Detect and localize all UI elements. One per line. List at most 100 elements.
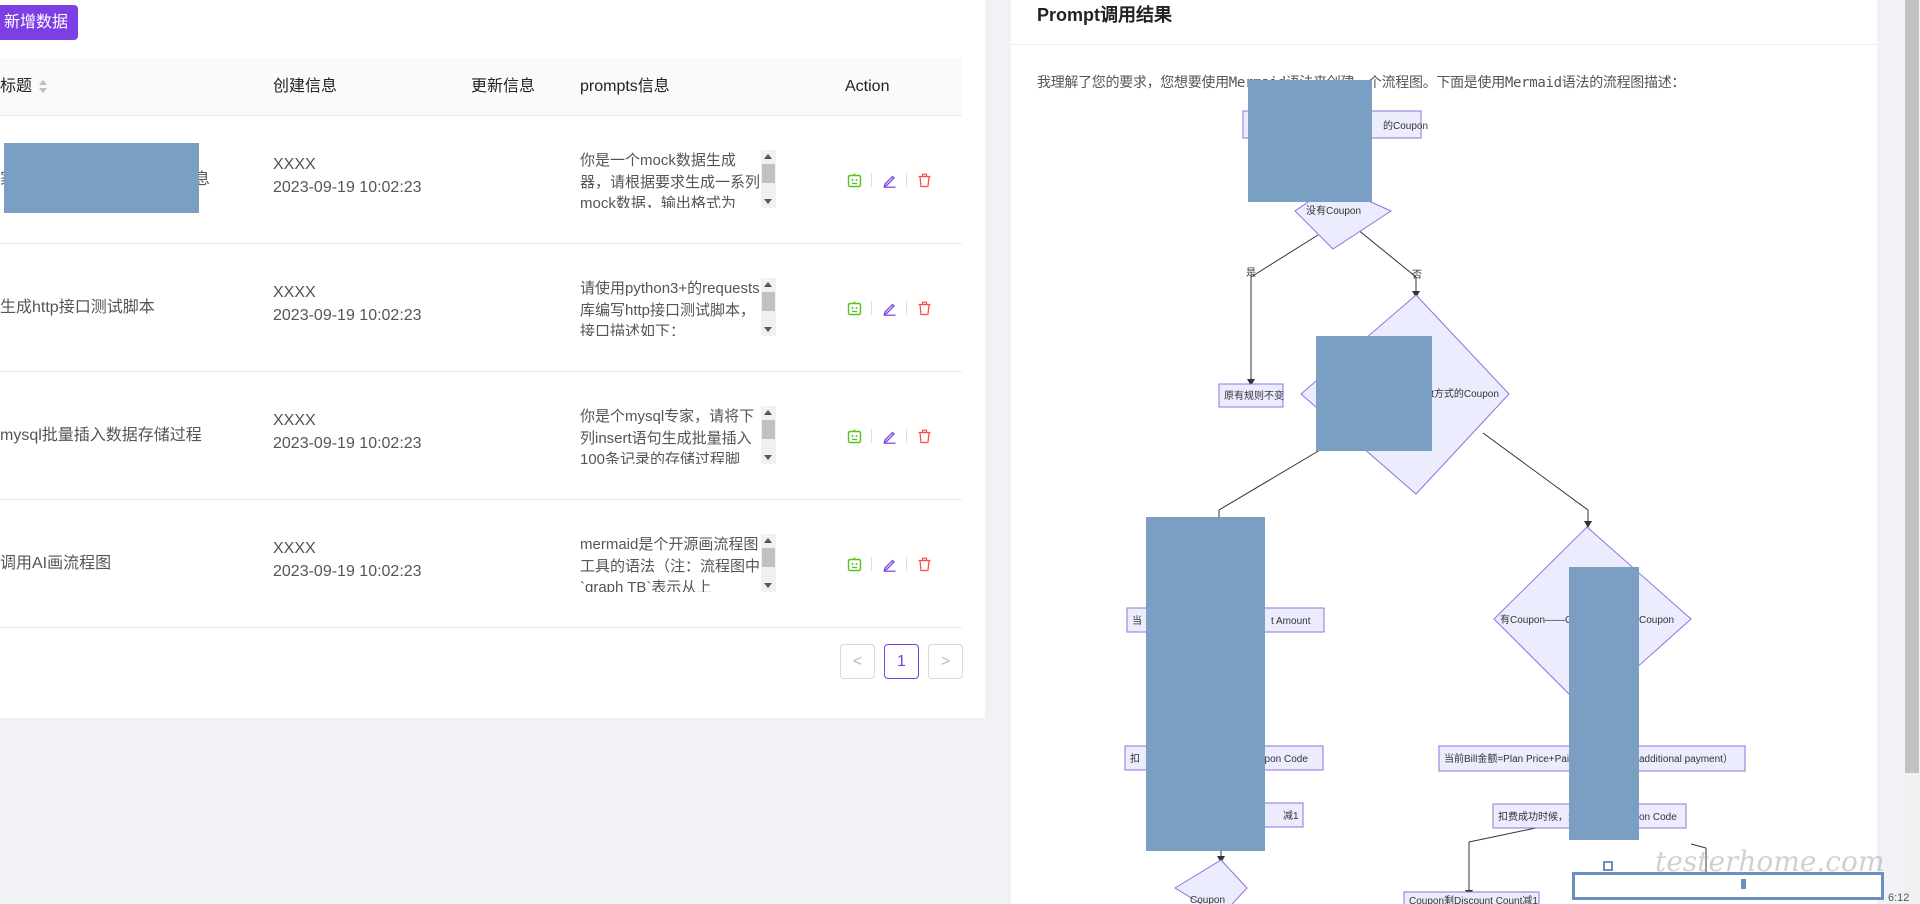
scroll-down-icon[interactable]	[764, 583, 772, 588]
edit-icon[interactable]	[880, 171, 898, 189]
result-scrollbar-thumb[interactable]	[1905, 0, 1919, 773]
row-prompt: 请使用python3+的requests库编写http接口测试脚本，接口描述如下…	[580, 280, 760, 336]
scroll-down-icon[interactable]	[764, 327, 772, 332]
row-actions	[845, 554, 933, 574]
flow-edge-yes: 是	[1246, 267, 1256, 279]
flow-node-bill-right: additional payment）	[1639, 753, 1733, 765]
edit-icon[interactable]	[880, 555, 898, 573]
next-page-button[interactable]: >	[928, 644, 963, 679]
table-row: 调用AI画流程图 XXXX 2023-09-19 10:02:23 mermai…	[0, 500, 962, 628]
flow-decision-bottom-label: Coupon	[1190, 895, 1225, 904]
row-created-at: 2023-09-19 10:02:23	[273, 563, 422, 580]
row-prompt-box[interactable]: 你是个mysql专家，请将下列insert语句生成批量插入100条记录的存储过程…	[580, 406, 776, 464]
invoke-robot-icon[interactable]	[845, 555, 863, 573]
scroll-up-icon[interactable]	[764, 410, 772, 415]
edit-icon[interactable]	[880, 299, 898, 317]
scroll-thumb[interactable]	[762, 164, 775, 183]
prompt-scrollbar[interactable]	[761, 534, 776, 592]
row-creator: XXXX	[273, 156, 316, 173]
row-prompt-box[interactable]: 你是一个mock数据生成器，请根据要求生成一系列mock数据，输出格式为	[580, 150, 776, 208]
row-prompt-box[interactable]: mermaid是个开源画流程图工具的语法（注：流程图中`graph TB`表示从…	[580, 534, 776, 592]
edit-icon[interactable]	[880, 427, 898, 445]
flow-node-code-left: 扣	[1130, 752, 1140, 765]
table-row: mysql批量插入数据存储过程 XXXX 2023-09-19 10:02:23…	[0, 372, 962, 500]
table-row: 生成http接口测试脚本 XXXX 2023-09-19 10:02:23 请使…	[0, 244, 962, 372]
redaction-block	[4, 143, 199, 213]
scroll-up-icon[interactable]	[764, 282, 772, 287]
delete-icon[interactable]	[915, 555, 933, 573]
scroll-down-icon[interactable]	[764, 199, 772, 204]
invoke-robot-icon[interactable]	[845, 427, 863, 445]
result-title: Prompt调用结果	[1037, 5, 1172, 25]
column-header-created: 创建信息	[273, 78, 338, 95]
overlay-handle	[1603, 861, 1613, 871]
redaction-blocks	[1146, 80, 1639, 851]
flow-decision-discount-label: unt方式的Coupon	[1420, 387, 1499, 400]
invoke-robot-icon[interactable]	[845, 299, 863, 317]
row-created-at: 2023-09-19 10:02:23	[273, 435, 422, 452]
clock-text: 6:12	[1888, 892, 1910, 904]
scroll-down-icon[interactable]	[764, 455, 772, 460]
column-title-label: 标题	[0, 78, 33, 95]
flow-decision-has-coupon-right: Coupon	[1639, 615, 1674, 626]
row-creator: XXXX	[273, 412, 316, 429]
scroll-up-icon[interactable]	[764, 538, 772, 543]
flow-node-bill-left: 当前Bill金额=Plan Price+Paid	[1444, 752, 1575, 765]
page-button[interactable]: 1	[884, 644, 919, 679]
column-header-updated: 更新信息	[471, 78, 536, 95]
flow-node-keep	[1218, 383, 1284, 408]
row-prompt-box[interactable]: 请使用python3+的requests库编写http接口测试脚本，接口描述如下…	[580, 278, 776, 336]
column-header-action: Action	[845, 78, 890, 95]
data-list-panel: 新增数据 标题 创建信息 更新信息 prompts信息 Action 家 息 X…	[0, 0, 985, 718]
action-divider	[906, 429, 907, 443]
row-actions	[845, 426, 933, 446]
flow-node-top-label: 的Coupon	[1383, 119, 1428, 132]
prompt-scrollbar[interactable]	[761, 406, 776, 464]
row-title: mysql批量插入数据存储过程	[0, 427, 202, 444]
flow-decision-bottom	[1174, 859, 1248, 904]
row-creator: XXXX	[273, 540, 316, 557]
row-actions	[845, 298, 933, 318]
flow-node-bottom-right	[1403, 891, 1540, 904]
scroll-up-icon[interactable]	[764, 154, 772, 159]
divider	[1011, 44, 1877, 45]
delete-icon[interactable]	[915, 427, 933, 445]
column-header-title[interactable]: 标题	[0, 58, 48, 116]
flow-node-amount-left: 当	[1132, 614, 1142, 627]
flow-node-success-right: on Code	[1639, 812, 1677, 823]
flow-edge-no: 否	[1412, 269, 1422, 281]
flow-node-keep-label: 原有规则不变	[1224, 389, 1284, 402]
flowchart: 的Coupon 没有Coupon 是 否 原有规则不变 unt方式的Coupon…	[1124, 80, 1746, 904]
column-header-prompts: prompts信息	[580, 78, 670, 95]
prompt-result-panel: Prompt调用结果 我理解了您的要求，您想要使用Mermaid语法来创建一个流…	[1011, 0, 1877, 904]
flow-edges	[1218, 228, 1707, 896]
overlay-marker	[1741, 879, 1746, 889]
invoke-robot-icon[interactable]	[845, 171, 863, 189]
delete-icon[interactable]	[915, 171, 933, 189]
row-creator: XXXX	[273, 284, 316, 301]
sort-icon[interactable]	[38, 79, 48, 94]
action-divider	[906, 173, 907, 187]
flow-node-amount-right: t Amount	[1271, 616, 1311, 627]
flow-decision-has-coupon-left: 有Coupon——G	[1500, 613, 1573, 626]
delete-icon[interactable]	[915, 299, 933, 317]
row-created-at: 2023-09-19 10:02:23	[273, 307, 422, 324]
add-data-button[interactable]: 新增数据	[0, 5, 78, 40]
row-title: 调用AI画流程图	[0, 555, 112, 572]
scroll-thumb[interactable]	[762, 548, 775, 567]
flow-node-minus-label: 减1	[1283, 810, 1299, 822]
action-divider	[871, 173, 872, 187]
overlay-box	[1572, 861, 1884, 900]
prompt-scrollbar[interactable]	[761, 150, 776, 208]
prev-page-button[interactable]: <	[840, 644, 875, 679]
scroll-thumb[interactable]	[762, 420, 775, 439]
flow-node-bottom-right-label: Coupon剩Discount Count减1	[1409, 894, 1538, 904]
row-prompt: mermaid是个开源画流程图工具的语法（注：流程图中`graph TB`表示从…	[580, 536, 761, 592]
row-created-at: 2023-09-19 10:02:23	[273, 179, 422, 196]
flow-node-code-right: upon Code	[1259, 754, 1308, 765]
table-header: 标题 创建信息 更新信息 prompts信息 Action	[0, 58, 962, 116]
row-prompt: 你是个mysql专家，请将下列insert语句生成批量插入100条记录的存储过程…	[580, 408, 755, 464]
action-divider	[906, 557, 907, 571]
scroll-thumb[interactable]	[762, 292, 775, 311]
prompt-scrollbar[interactable]	[761, 278, 776, 336]
